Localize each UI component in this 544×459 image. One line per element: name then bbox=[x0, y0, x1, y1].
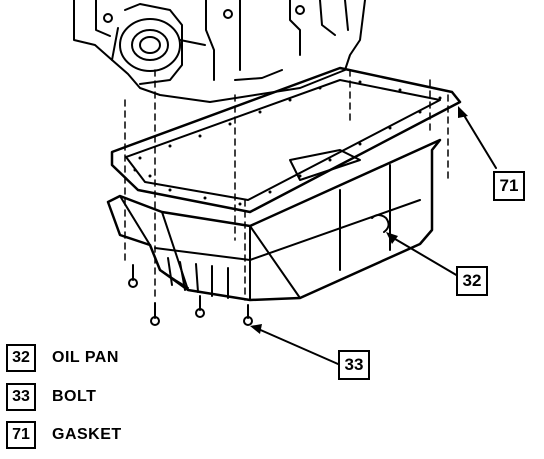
callout-32: 32 bbox=[456, 266, 488, 296]
leader-arrowheads bbox=[250, 106, 468, 334]
alignment-lines bbox=[124, 69, 449, 301]
leader-lines bbox=[255, 111, 497, 365]
legend-item: 32 OIL PAN bbox=[6, 343, 119, 373]
legend-item: 33 BOLT bbox=[6, 382, 96, 412]
legend-number: 32 bbox=[6, 344, 36, 372]
legend-item: 71 GASKET bbox=[6, 420, 122, 450]
callout-71-label: 71 bbox=[499, 176, 519, 195]
callout-32-label: 32 bbox=[462, 271, 482, 290]
callout-33: 33 bbox=[338, 350, 370, 380]
legend-number: 71 bbox=[6, 421, 36, 449]
legend-label: OIL PAN bbox=[52, 349, 119, 366]
legend-label: BOLT bbox=[52, 388, 97, 405]
bolts bbox=[128, 264, 253, 326]
callout-33-label: 33 bbox=[344, 355, 364, 374]
oil-pan bbox=[106, 138, 442, 302]
legend-label: GASKET bbox=[52, 426, 122, 443]
legend-number: 33 bbox=[6, 383, 36, 411]
callout-71: 71 bbox=[493, 171, 525, 201]
engine-block bbox=[73, 0, 366, 103]
